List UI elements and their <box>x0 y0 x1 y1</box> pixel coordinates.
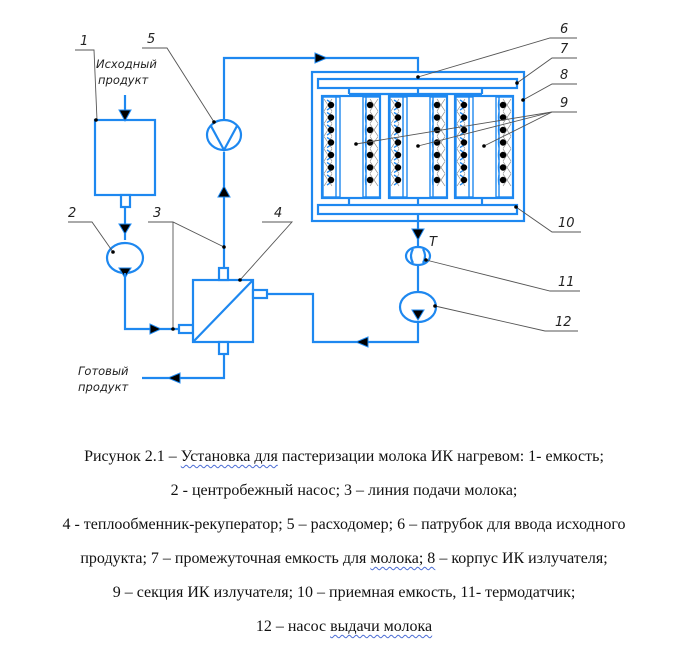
emitter-strip <box>429 96 448 198</box>
ir-lamp <box>460 176 468 184</box>
input-product-arrow <box>118 95 132 123</box>
flow-arrow-right-top <box>314 52 329 64</box>
ir-lamp <box>499 101 507 109</box>
caption-line-3: 4 - теплообменник-рекуператор; 5 – расхо… <box>62 516 626 533</box>
ir-lamp <box>460 126 468 134</box>
receiving-tank-10 <box>316 203 519 216</box>
flow-arrow-right <box>149 323 163 335</box>
ir-lamp <box>327 101 335 109</box>
label-3: 3 <box>153 206 161 221</box>
ir-lamp <box>366 126 374 134</box>
flow-arrow-left-return <box>354 336 369 348</box>
spellcheck-underline: молока; 8 <box>370 550 436 567</box>
emitter-strip <box>322 96 341 198</box>
milk-supply-line-3 <box>123 273 179 331</box>
ir-lamp <box>433 176 441 184</box>
flow-arrow-down <box>118 223 132 235</box>
ir-lamp <box>394 126 402 134</box>
ir-section <box>453 94 515 200</box>
emitter-strip <box>389 96 408 198</box>
flow-arrow-down-outlet <box>411 228 425 242</box>
label-12: 12 <box>555 315 572 330</box>
ir-lamp <box>433 101 441 109</box>
ir-lamp <box>499 139 507 146</box>
ir-lamp <box>366 101 374 109</box>
ir-lamp <box>366 176 374 184</box>
ir-lamp <box>327 139 335 146</box>
caption-line-2: 2 - центробежный насос; 3 – линия подачи… <box>170 482 518 499</box>
label-10: 10 <box>558 216 575 231</box>
ir-lamp <box>433 114 441 121</box>
flowmeter-5 <box>205 118 243 153</box>
label-6: 6 <box>560 22 568 37</box>
process-diagram: Исходный продукт Готовый продукт <box>68 22 581 394</box>
label-7: 7 <box>560 42 569 57</box>
caption-line-5: 9 – секция ИК излучателя; 10 – приемная … <box>112 584 576 601</box>
ir-lamp <box>394 151 402 159</box>
ir-lamp <box>394 164 402 171</box>
output-product-label-line2: продукт <box>78 380 129 394</box>
ir-lamp <box>433 151 441 159</box>
ir-lamp <box>327 114 335 121</box>
ir-lamp <box>499 114 507 121</box>
caption-line-4: продукта; 7 – промежуточная емкость для … <box>80 550 608 567</box>
ir-lamp <box>394 101 402 109</box>
emitter-strip <box>495 96 514 198</box>
spellcheck-underline: Установка для <box>180 448 278 465</box>
emitter-strip <box>455 96 474 198</box>
ir-lamp <box>499 176 507 184</box>
ir-lamp <box>499 126 507 134</box>
output-product-label-line1: Готовый <box>78 364 129 378</box>
milk-output-pump-12 <box>398 290 438 324</box>
ir-lamp <box>433 164 441 171</box>
input-product-label-line2: продукт <box>98 73 149 87</box>
heat-exchanger-4 <box>191 266 269 356</box>
ir-lamp <box>460 139 468 146</box>
ir-lamp <box>327 164 335 171</box>
output-line <box>142 354 226 380</box>
ir-lamp <box>394 176 402 184</box>
flow-arrow-left <box>166 372 181 384</box>
label-11: 11 <box>558 275 575 290</box>
figure-caption: Рисунок 2.1 – Установка для пастеризации… <box>0 440 688 644</box>
ir-emitter-sections-9 <box>320 94 515 200</box>
ir-lamp <box>394 139 402 146</box>
ir-lamp <box>327 151 335 159</box>
emitter-strip <box>362 96 381 198</box>
label-5: 5 <box>147 32 155 47</box>
ir-lamp <box>366 114 374 121</box>
caption-line-6: 12 – насос выдачи молока <box>255 618 433 635</box>
ir-lamp <box>433 126 441 134</box>
leader-lines <box>68 37 581 332</box>
label-8: 8 <box>560 68 568 83</box>
ir-lamp <box>327 176 335 184</box>
ir-lamp <box>327 126 335 134</box>
ir-lamp <box>394 114 402 121</box>
flow-arrow-up <box>217 184 231 198</box>
ir-lamp <box>366 139 374 146</box>
ir-lamp <box>460 114 468 121</box>
spellcheck-underline: выдачи молока <box>330 618 433 635</box>
intermediate-tank-7 <box>316 77 519 90</box>
ir-lamp <box>366 164 374 171</box>
ir-lamp <box>460 151 468 159</box>
label-2: 2 <box>68 206 76 221</box>
thermo-label-T: T <box>429 235 438 250</box>
tank-1 <box>93 118 157 209</box>
label-1: 1 <box>80 34 88 49</box>
ir-lamp <box>460 101 468 109</box>
ir-lamp <box>499 164 507 171</box>
ir-lamp <box>499 151 507 159</box>
ir-section <box>387 94 449 200</box>
ir-section <box>320 94 382 200</box>
centrifugal-pump-2 <box>105 241 145 279</box>
input-product-label-line1: Исходный <box>96 57 157 71</box>
caption-line-1: Рисунок 2.1 – Установка для пастеризации… <box>84 448 604 465</box>
ir-lamp <box>366 151 374 159</box>
label-4: 4 <box>274 206 282 221</box>
thermosensor-11 <box>404 245 432 267</box>
label-9: 9 <box>560 96 568 111</box>
ir-lamp <box>460 164 468 171</box>
